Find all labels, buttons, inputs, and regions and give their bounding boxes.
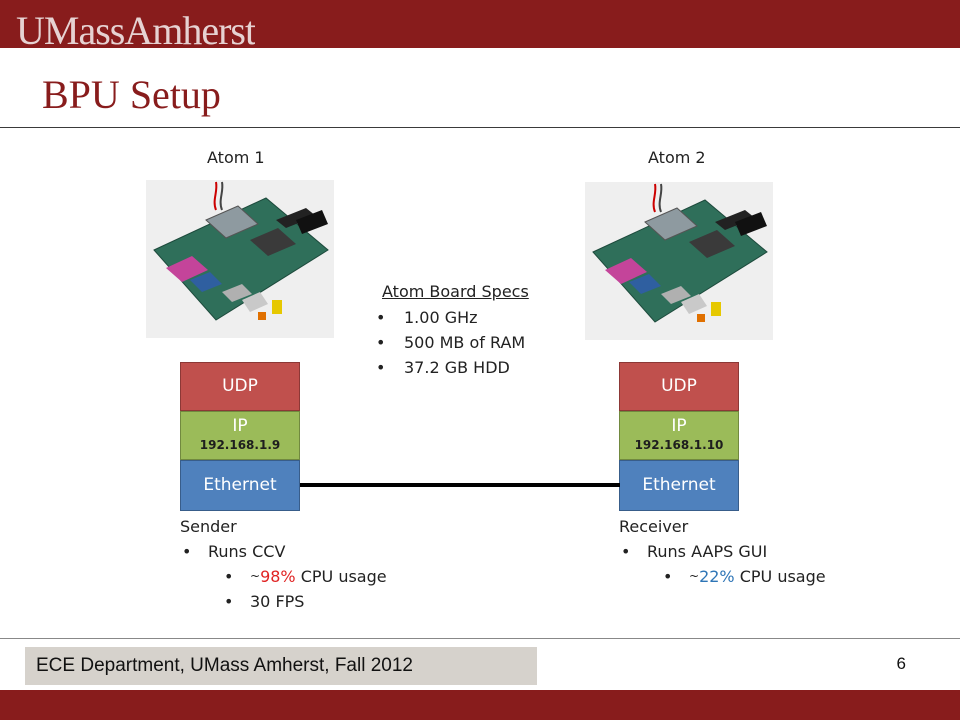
sender-description: Sender Runs CCV ~98% CPU usage 30 FPS xyxy=(180,514,387,614)
receiver-ip-address: 192.168.1.10 xyxy=(634,438,724,452)
slide-title: BPU Setup xyxy=(42,72,221,117)
sender-ethernet-layer: Ethernet xyxy=(180,460,300,511)
atom-2-board-image xyxy=(585,182,773,340)
footer-text: ECE Department, UMass Amherst, Fall 2012 xyxy=(36,655,413,676)
sender-udp-layer: UDP xyxy=(180,362,300,411)
ethernet-link-line xyxy=(300,483,620,487)
receiver-ethernet-layer: Ethernet xyxy=(619,460,739,511)
footer-box xyxy=(25,647,537,685)
receiver-runs: Runs AAPS GUI xyxy=(619,539,826,564)
receiver-title: Receiver xyxy=(619,517,689,536)
sender-runs: Runs CCV xyxy=(180,539,387,564)
receiver-cpu-value: 22% xyxy=(699,567,735,586)
specs-item: 500 MB of RAM xyxy=(370,330,529,355)
bottom-bar xyxy=(0,690,960,720)
sender-ip-label: IP xyxy=(232,416,248,436)
specs-item: 37.2 GB HDD xyxy=(370,355,529,380)
receiver-protocol-stack: UDP IP 192.168.1.10 Ethernet xyxy=(619,362,739,511)
receiver-ip-label: IP xyxy=(671,416,687,436)
atom-board-specs: Atom Board Specs 1.00 GHz 500 MB of RAM … xyxy=(370,282,529,380)
sender-cpu-suffix: CPU usage xyxy=(295,567,387,586)
receiver-description: Receiver Runs AAPS GUI ~22% CPU usage xyxy=(619,514,826,589)
sender-ip-layer: IP 192.168.1.9 xyxy=(180,411,300,460)
receiver-ip-layer: IP 192.168.1.10 xyxy=(619,411,739,460)
motherboard-icon xyxy=(146,180,334,338)
page-number: 6 xyxy=(896,654,906,673)
atom-1-label: Atom 1 xyxy=(207,148,265,167)
sender-title: Sender xyxy=(180,517,237,536)
specs-list: 1.00 GHz 500 MB of RAM 37.2 GB HDD xyxy=(370,305,529,380)
receiver-cpu-usage: ~22% CPU usage xyxy=(619,564,826,589)
sender-cpu-usage: ~98% CPU usage xyxy=(180,564,387,589)
atom-2-label: Atom 2 xyxy=(648,148,706,167)
sender-cpu-value: 98% xyxy=(260,567,296,586)
sender-ip-address: 192.168.1.9 xyxy=(199,438,281,452)
receiver-udp-layer: UDP xyxy=(619,362,739,411)
brand-logo: UMassAmherst xyxy=(16,8,256,48)
title-divider xyxy=(0,127,960,128)
motherboard-icon xyxy=(585,182,773,340)
specs-title: Atom Board Specs xyxy=(382,282,529,301)
specs-item: 1.00 GHz xyxy=(370,305,529,330)
sender-protocol-stack: UDP IP 192.168.1.9 Ethernet xyxy=(180,362,300,511)
sender-cpu-tilde: ~ xyxy=(250,569,261,583)
header-bar xyxy=(0,0,960,48)
receiver-cpu-suffix: CPU usage xyxy=(734,567,826,586)
sender-fps: 30 FPS xyxy=(180,589,387,614)
receiver-cpu-tilde: ~ xyxy=(689,569,700,583)
atom-1-board-image xyxy=(146,180,334,338)
